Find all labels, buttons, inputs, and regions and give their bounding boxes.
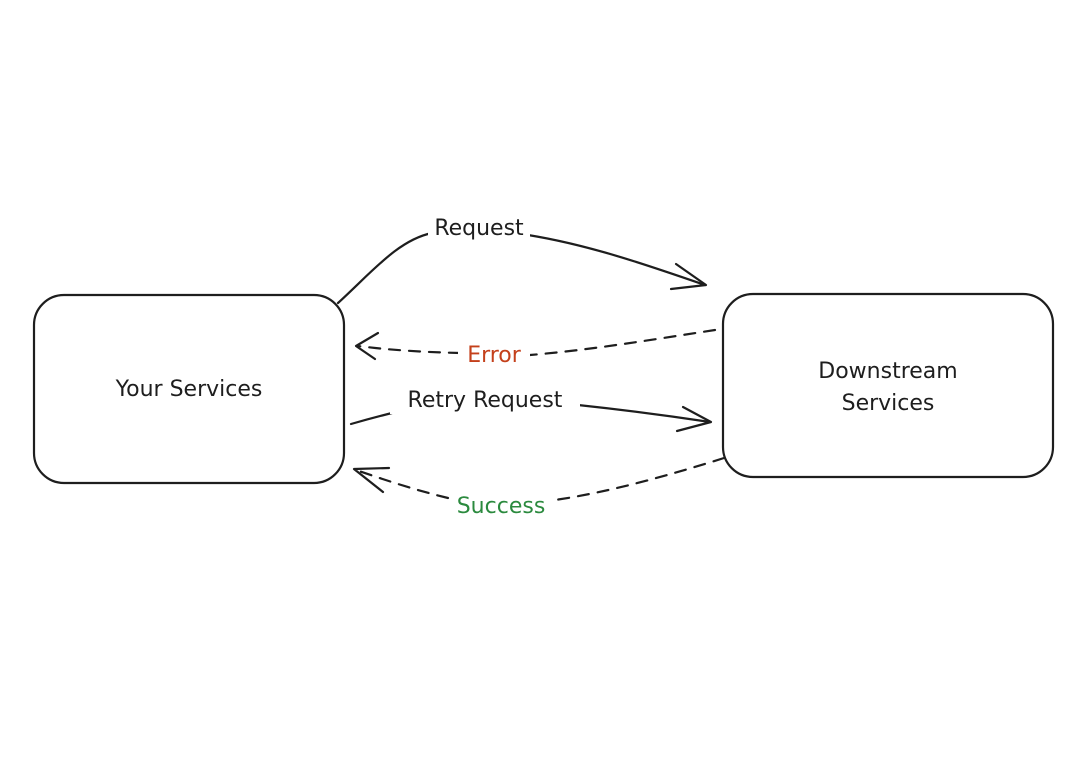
retry-arrowhead <box>675 405 713 433</box>
edge-request: Request <box>336 212 708 305</box>
request-label: Request <box>434 216 524 241</box>
retry-label: Retry Request <box>408 388 563 413</box>
error-arrowhead <box>354 331 380 361</box>
success-label: Success <box>457 494 546 519</box>
edge-success: Success <box>352 456 726 519</box>
success-arrowhead <box>352 466 391 494</box>
retry-arrow-line <box>349 403 712 426</box>
edge-error: Error <box>354 328 717 368</box>
node-your-services: Your Services <box>32 293 346 485</box>
request-arrow-line <box>336 231 707 305</box>
edge-retry-request: Retry Request <box>349 384 713 433</box>
your-services-label: Your Services <box>115 377 263 402</box>
error-arrow-line <box>356 328 717 357</box>
request-arrowhead <box>669 262 708 291</box>
downstream-services-label-line1: Downstream <box>818 359 957 384</box>
your-services-box <box>32 293 346 485</box>
downstream-services-label-line2: Services <box>842 391 935 416</box>
node-downstream-services: Downstream Services <box>721 292 1055 479</box>
error-label-bg <box>458 340 530 368</box>
request-label-bg <box>428 212 530 242</box>
downstream-services-box <box>721 292 1055 479</box>
success-label-bg <box>450 491 552 519</box>
error-label: Error <box>467 343 522 368</box>
retry-label-bg <box>390 384 580 414</box>
success-arrow-line <box>354 456 726 502</box>
